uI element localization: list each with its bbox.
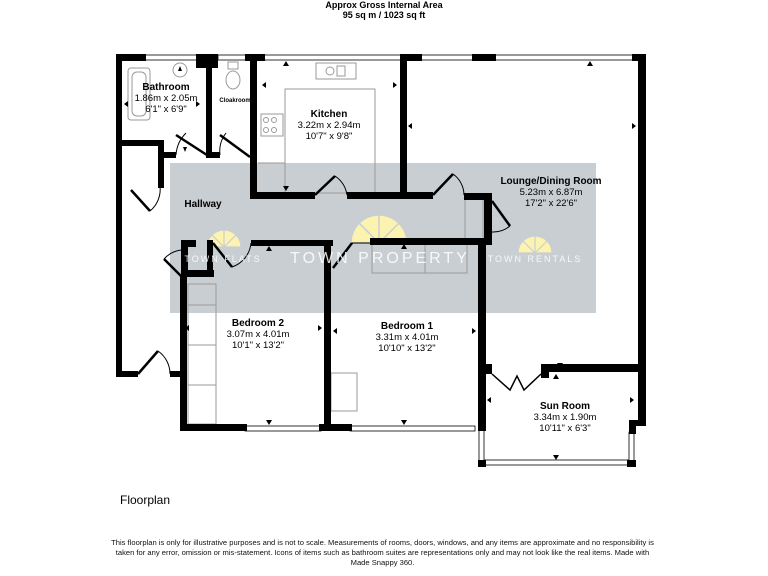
- watermark-logo-center: [350, 214, 408, 244]
- room-imperial: 10'10" x 13'2": [378, 343, 436, 354]
- room-name: Bedroom 2: [231, 318, 285, 329]
- watermark-logo-right: [517, 235, 553, 254]
- area-header: Approx Gross Internal Area 95 sq m / 102…: [0, 0, 768, 20]
- door-bedroom2: [212, 242, 252, 268]
- door-kitchen: [314, 175, 348, 196]
- watermark-text-center: TOWN PROPERTY: [290, 250, 470, 267]
- room-name: Kitchen: [310, 109, 348, 120]
- room-kitchen: Kitchen 3.22m x 2.94m 10'7" x 9'8": [298, 109, 361, 142]
- room-sun-room: Sun Room 3.34m x 1.90m 10'11" x 6'3": [534, 401, 597, 434]
- doors: [130, 132, 542, 392]
- door-sunroom: [491, 373, 542, 392]
- disclaimer-text: This floorplan is only for illustrative …: [111, 538, 654, 567]
- walls: [116, 54, 646, 467]
- room-name: Hallway: [184, 199, 222, 210]
- door-utility: [163, 249, 182, 277]
- room-imperial: 10'11" x 6'3": [539, 423, 591, 434]
- room-metric: 3.22m x 2.94m: [297, 120, 361, 131]
- room-name: Bathroom: [142, 82, 190, 93]
- sink-icon: [315, 62, 357, 80]
- door-cupboard: [490, 200, 512, 233]
- watermark-text-right: TOWN RENTALS: [487, 254, 583, 264]
- room-imperial: 17'2" x 22'6": [524, 198, 578, 209]
- room-metric: 1.86m x 2.05m: [134, 93, 198, 104]
- room-metric: 3.07m x 4.01m: [226, 329, 290, 340]
- door-lounge: [432, 173, 465, 196]
- door-coat-cupboard: [130, 185, 161, 212]
- bathtub-icon: [127, 67, 151, 121]
- room-metric: 5.23m x 6.87m: [519, 187, 583, 198]
- dimension-markers: [124, 61, 636, 460]
- room-bedroom-2: Bedroom 2 3.07m x 4.01m 10'1" x 13'2": [227, 318, 290, 351]
- area-value: 95 sq m / 1023 sq ft: [342, 10, 426, 20]
- room-name: Bedroom 1: [380, 321, 434, 332]
- room-metric: 3.34m x 1.90m: [533, 412, 597, 423]
- room-name: Cloakroom: [219, 98, 251, 104]
- desk-bedroom1: [330, 372, 358, 412]
- room-cloakroom: Cloakroom: [219, 96, 250, 107]
- room-name: Sun Room: [540, 401, 590, 412]
- room-hallway: Hallway: [184, 199, 221, 210]
- room-imperial: 10'1" x 13'2": [231, 340, 285, 351]
- room-lounge-dining: Lounge/Dining Room 5.23m x 6.87m 17'2" x…: [500, 176, 601, 209]
- room-metric: 3.31m x 4.01m: [375, 332, 439, 343]
- hob-icon: [260, 113, 284, 137]
- toilet-icon: [225, 70, 241, 90]
- basin-icon: [172, 62, 188, 78]
- room-imperial: 6'1" x 6'9": [145, 104, 187, 115]
- room-bathroom: Bathroom 1.86m x 2.05m 6'1" x 6'9": [135, 82, 198, 115]
- room-imperial: 10'7" x 9'8": [305, 131, 353, 142]
- room-bedroom-1: Bedroom 1 3.31m x 4.01m 10'10" x 13'2": [376, 321, 439, 354]
- door-front: [137, 350, 171, 375]
- floorplan-title: Floorplan: [120, 493, 171, 507]
- door-bathroom: [175, 132, 211, 159]
- watermark-text-left: TOWN FLATS: [184, 254, 262, 264]
- door-bedroom1: [332, 242, 370, 269]
- door-cloakroom: [219, 132, 251, 159]
- area-title: Approx Gross Internal Area: [325, 0, 443, 10]
- room-name: Lounge/Dining Room: [500, 176, 602, 187]
- kitchen-island: [284, 88, 376, 194]
